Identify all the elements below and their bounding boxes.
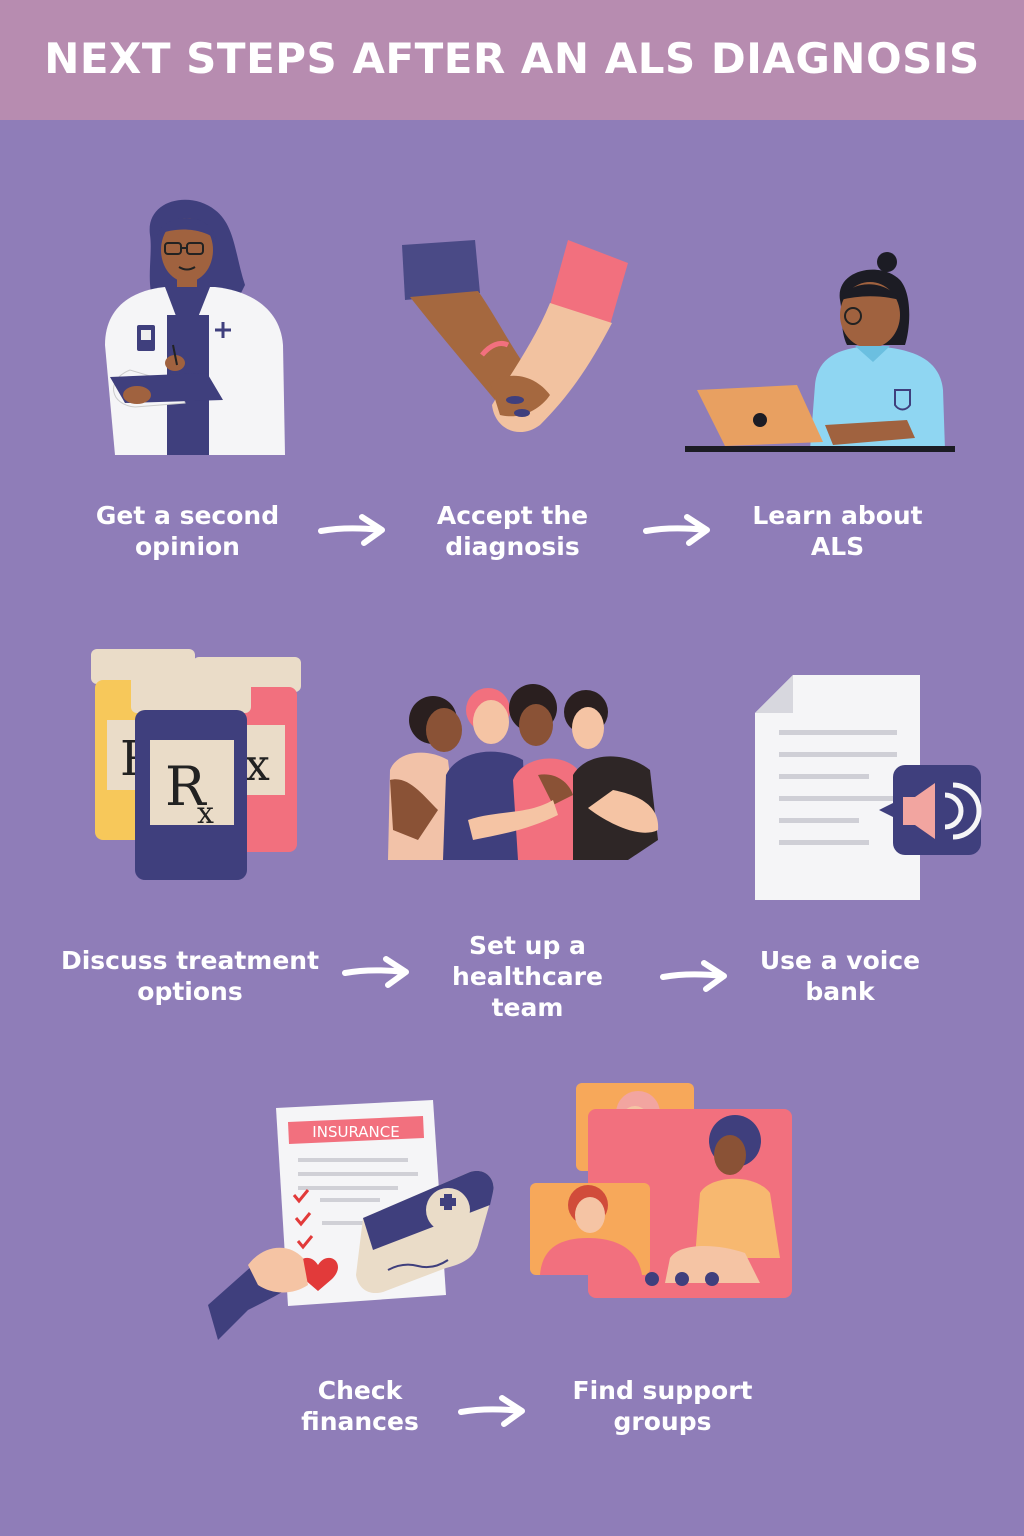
step-label-voice-bank: Use a voice bank <box>759 946 921 1006</box>
arrow-right-icon <box>660 960 727 992</box>
step-label-accept-diagnosis: Accept the diagnosis <box>436 501 589 561</box>
arrow-right-icon <box>643 514 710 546</box>
holding-hands-illustration <box>402 240 628 433</box>
svg-text:R: R <box>165 755 207 818</box>
header-banner <box>0 0 1024 120</box>
svg-text:x: x <box>197 796 214 831</box>
insurance-illustration: INSURANCE <box>208 1100 494 1340</box>
person-at-laptop-illustration <box>685 252 955 452</box>
arrow-right-icon <box>318 514 385 546</box>
page-title: NEXT STEPS AFTER AN ALS DIAGNOSIS <box>44 34 980 83</box>
insurance-form-label: INSURANCE <box>312 1123 399 1141</box>
step-label-treatment-options: Discuss treatment options <box>60 946 320 1006</box>
prescription-bottles-illustration: R x R x <box>91 649 301 880</box>
arrow-right-icon <box>342 956 409 988</box>
step-label-support-groups: Find support groups <box>572 1376 753 1436</box>
doctor-illustration <box>105 199 285 455</box>
arrow-right-icon <box>458 1395 525 1427</box>
voice-document-illustration <box>755 675 982 900</box>
step-label-healthcare-team: Set up a healthcare team <box>452 931 603 1022</box>
group-hug-illustration <box>388 684 659 860</box>
svg-text:x: x <box>245 740 270 791</box>
step-label-learn-about-als: Learn about ALS <box>752 501 923 561</box>
video-call-illustration <box>530 1083 792 1298</box>
step-label-check-finances: Check finances <box>301 1376 419 1436</box>
step-label-second-opinion: Get a second opinion <box>95 501 280 561</box>
